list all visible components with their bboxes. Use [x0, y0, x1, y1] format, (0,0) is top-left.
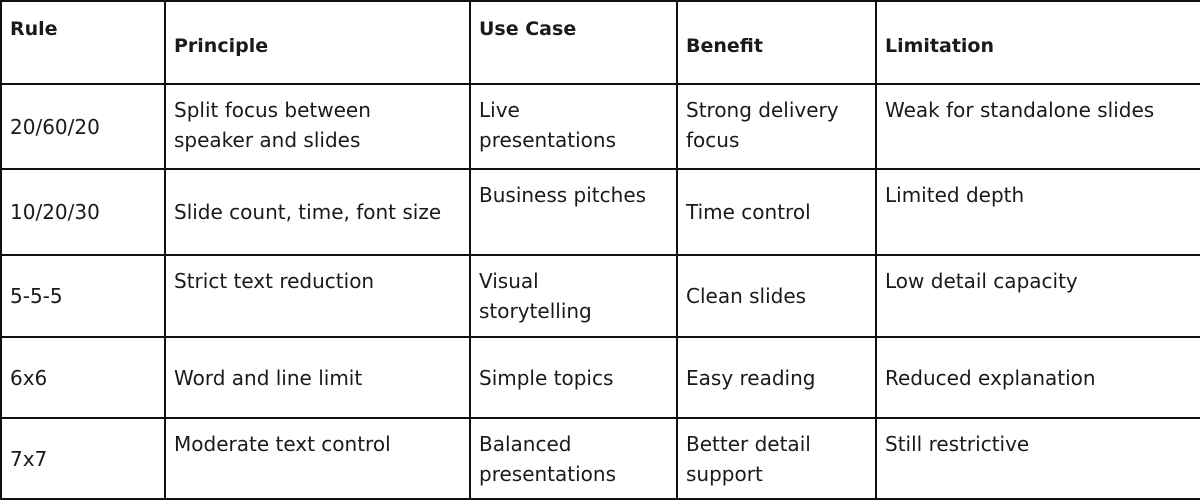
cell-limitation: Weak for standalone slides: [875, 83, 1200, 170]
cell-rule: 10/20/30: [0, 168, 166, 256]
cell-rule: 20/60/20: [0, 83, 166, 170]
header-benefit: Benefit: [676, 0, 877, 85]
table-header-row: Rule Principle Use Case Benefit Limitati…: [0, 0, 1200, 85]
cell-use-case: Business pitches: [469, 168, 678, 256]
cell-principle: Slide count, time, font size: [164, 168, 471, 256]
cell-rule: 5-5-5: [0, 254, 166, 338]
cell-rule: 6x6: [0, 336, 166, 419]
cell-limitation: Limited depth: [875, 168, 1200, 256]
header-rule: Rule: [0, 0, 166, 85]
cell-use-case: Simple topics: [469, 336, 678, 419]
header-principle: Principle: [164, 0, 471, 85]
table-row: 6x6 Word and line limit Simple topics Ea…: [0, 336, 1200, 419]
cell-benefit: Clean slides: [676, 254, 877, 338]
cell-principle: Moderate text control: [164, 417, 471, 500]
cell-limitation: Reduced explanation: [875, 336, 1200, 419]
cell-rule: 7x7: [0, 417, 166, 500]
header-use-case: Use Case: [469, 0, 678, 85]
cell-limitation: Low detail capacity: [875, 254, 1200, 338]
cell-benefit: Easy reading: [676, 336, 877, 419]
cell-principle: Strict text reduction: [164, 254, 471, 338]
cell-benefit: Time control: [676, 168, 877, 256]
table-row: 10/20/30 Slide count, time, font size Bu…: [0, 168, 1200, 256]
cell-principle: Word and line limit: [164, 336, 471, 419]
header-limitation: Limitation: [875, 0, 1200, 85]
cell-limitation: Still restrictive: [875, 417, 1200, 500]
